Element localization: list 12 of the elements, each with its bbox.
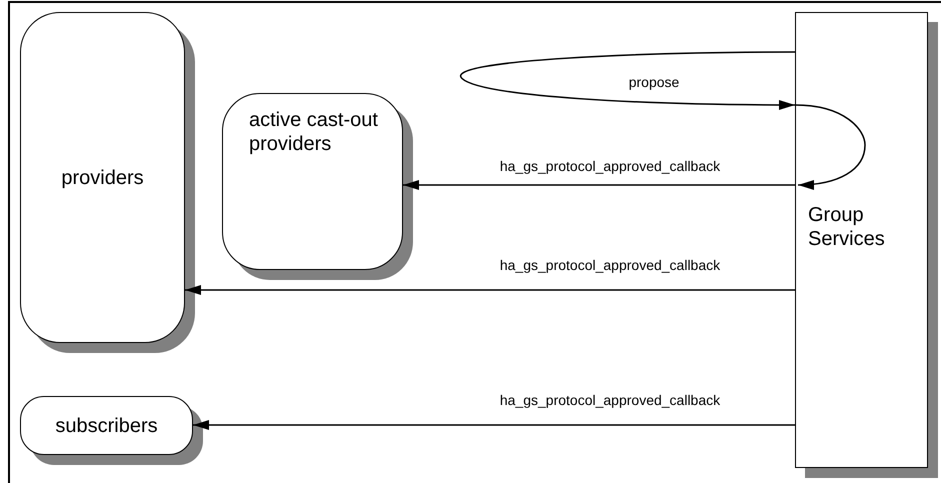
edge-label: ha_gs_protocol_approved_callback: [498, 392, 722, 408]
arrow: [461, 51, 795, 110]
edge-label: ha_gs_protocol_approved_callback: [498, 257, 722, 273]
node-label: providers: [61, 166, 144, 190]
arrow: [403, 180, 795, 190]
arrow: [794, 104, 866, 190]
node-label: Group Services: [808, 203, 886, 251]
arrow: [185, 285, 795, 295]
node-label: subscribers: [55, 414, 158, 438]
node-label: active cast-out providers: [249, 108, 379, 156]
arrow: [193, 420, 795, 430]
edge-label: ha_gs_protocol_approved_callback: [498, 158, 722, 174]
